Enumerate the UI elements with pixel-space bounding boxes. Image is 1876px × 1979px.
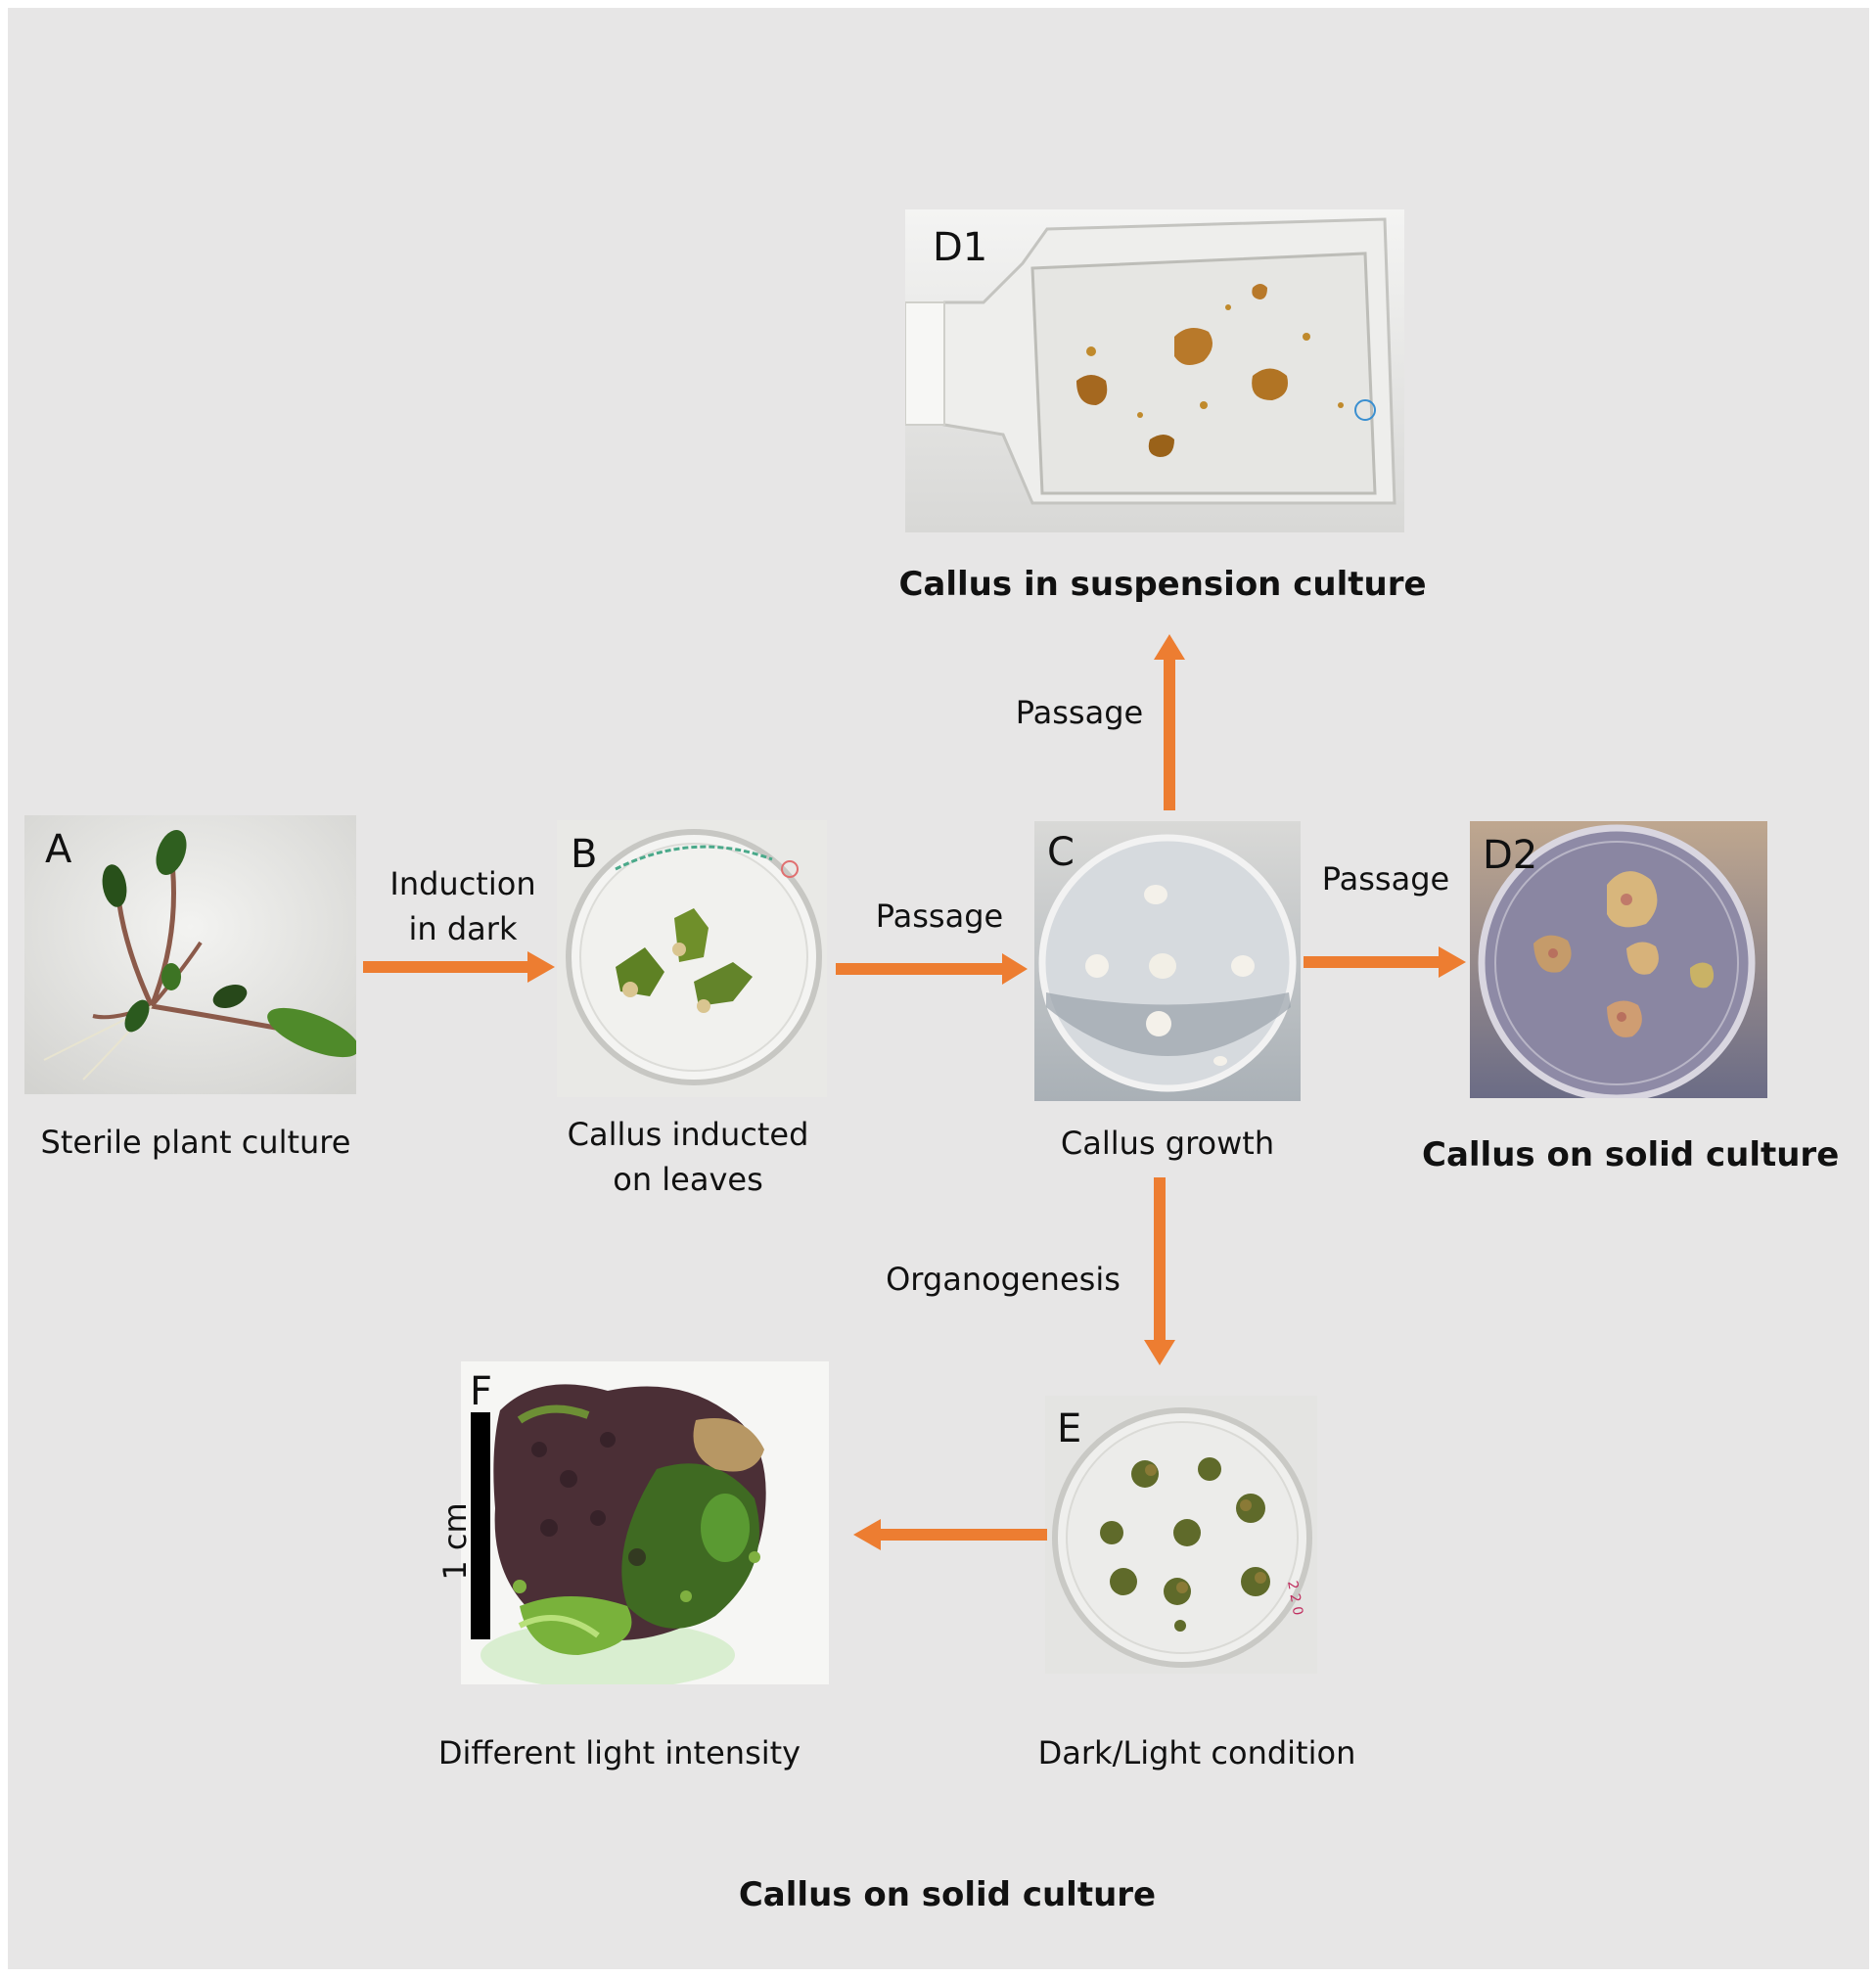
scale-bar-label: 1 cm [436, 1502, 474, 1581]
photo-callus-solid-culture [1470, 821, 1767, 1098]
arrow-label-induction: Induction in dark [380, 861, 546, 952]
arrow-label-organogenesis: Organogenesis [886, 1261, 1121, 1298]
arrow-a-to-b [363, 951, 555, 983]
panel-label-d2: D2 [1483, 833, 1538, 878]
panel-label-d1: D1 [933, 225, 988, 270]
panel-label-f: F [470, 1369, 493, 1414]
photo-callus-induced-leaves [557, 820, 827, 1097]
arrow-label-induction-line1: Induction [389, 865, 536, 902]
arrow-label-passage-c-d2: Passage [1321, 860, 1450, 897]
caption-different-light-intensity: Different light intensity [437, 1734, 801, 1772]
panel-label-e: E [1057, 1406, 1082, 1451]
svg-text:2 2 0: 2 2 0 [1284, 1580, 1305, 1617]
photo-dark-light-condition: 2 2 0 [1045, 1396, 1317, 1674]
photo-callus-growth [1034, 821, 1301, 1101]
arrow-label-passage-b-c: Passage [875, 897, 1004, 935]
caption-callus-inducted-line2: on leaves [613, 1161, 763, 1199]
diagram-canvas: A Sterile plant culture Induction in dar… [8, 8, 1869, 1969]
caption-callus-inducted: Callus inducted on leaves [531, 1112, 845, 1203]
panel-label-c: C [1047, 830, 1075, 875]
arrow-label-induction-line2: in dark [408, 910, 518, 948]
caption-dark-light-condition: Dark/Light condition [1037, 1734, 1356, 1772]
panel-label-a: A [45, 827, 72, 872]
arrow-b-to-c [836, 953, 1028, 985]
caption-callus-inducted-line1: Callus inducted [567, 1116, 809, 1153]
caption-suspension-culture: Callus in suspension culture [898, 565, 1427, 604]
photo-sterile-plant [24, 815, 356, 1094]
arrow-c-to-d1 [1154, 634, 1185, 810]
arrow-c-to-e [1144, 1177, 1175, 1365]
arrow-e-to-f [853, 1519, 1047, 1550]
photo-suspension-flask [905, 209, 1404, 532]
caption-sterile-plant: Sterile plant culture [40, 1124, 351, 1161]
photo-different-light-intensity [461, 1361, 829, 1684]
panel-label-b: B [571, 832, 598, 877]
arrow-label-passage-c-d1: Passage [1015, 694, 1144, 731]
arrow-c-to-d2 [1304, 946, 1466, 978]
footer-title: Callus on solid culture [738, 1875, 1157, 1914]
caption-callus-solid-culture: Callus on solid culture [1422, 1135, 1840, 1174]
caption-callus-growth: Callus growth [1060, 1125, 1275, 1162]
